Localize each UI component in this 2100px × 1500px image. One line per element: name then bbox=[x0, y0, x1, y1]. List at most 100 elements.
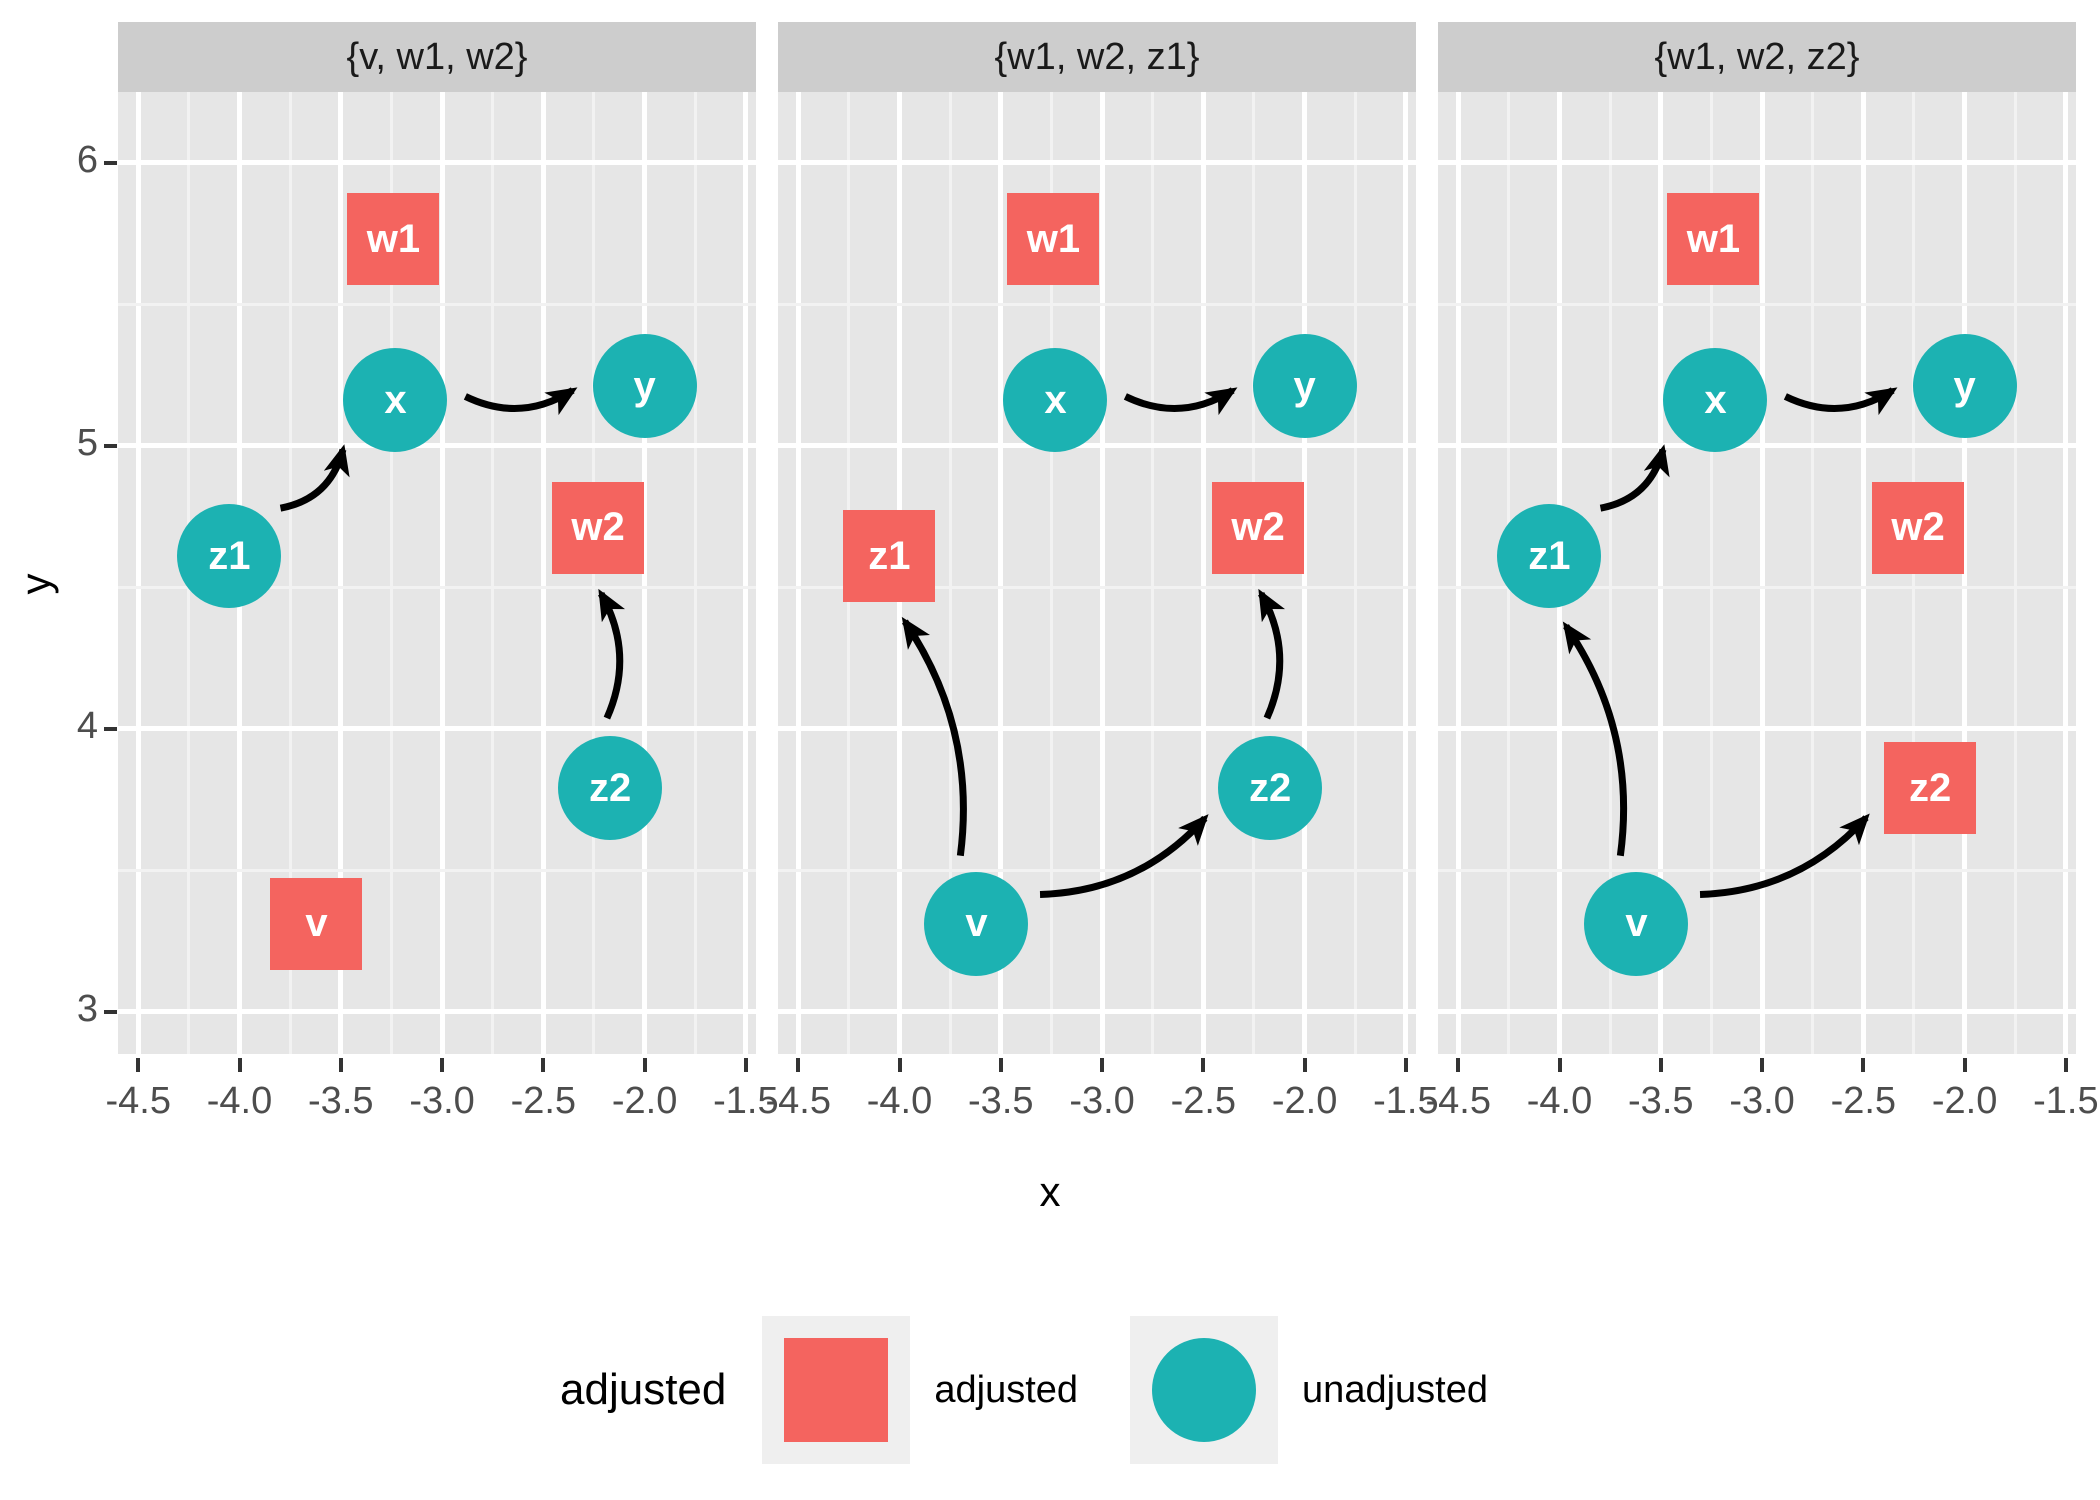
edge-arrow bbox=[1258, 588, 1286, 720]
gridline-minor-vertical bbox=[948, 92, 952, 1054]
edge-arrow bbox=[1599, 444, 1670, 512]
gridline-minor-horizontal bbox=[1438, 302, 2076, 306]
y-tick-label: 6 bbox=[76, 138, 98, 181]
gridline-minor-vertical bbox=[288, 92, 292, 1054]
gridline-major-vertical bbox=[1962, 92, 1968, 1054]
graph-node-w1[interactable]: w1 bbox=[347, 193, 440, 286]
gridline-major-vertical bbox=[1099, 92, 1105, 1054]
x-tick-mark bbox=[1403, 1058, 1408, 1072]
graph-node-w2[interactable]: w2 bbox=[552, 481, 645, 574]
graph-node-y[interactable]: y bbox=[592, 334, 697, 439]
gridline-major-vertical bbox=[1200, 92, 1206, 1054]
x-tick-label: -4.0 bbox=[866, 1080, 933, 1122]
x-tick-label: -4.0 bbox=[206, 1080, 273, 1122]
edge-layer bbox=[901, 387, 1286, 898]
edge-arrow bbox=[1699, 813, 1870, 898]
gridline-minor-vertical bbox=[491, 92, 495, 1054]
edge-arrow bbox=[598, 588, 626, 720]
facet-strip-label: {w1, w2, z2} bbox=[1438, 22, 2076, 92]
x-tick-label: -3.5 bbox=[1628, 1080, 1694, 1122]
legend-key-adjusted[interactable] bbox=[762, 1316, 911, 1464]
x-tick-mark bbox=[541, 1058, 546, 1072]
gridline-major-vertical bbox=[439, 92, 445, 1054]
legend-square-icon bbox=[784, 1338, 889, 1442]
x-tick-label: -2.5 bbox=[1170, 1080, 1237, 1122]
gridline-minor-horizontal bbox=[1438, 585, 2076, 589]
legend-title: adjusted bbox=[560, 1365, 727, 1414]
graph-node-v[interactable]: v bbox=[1584, 871, 1689, 976]
graph-node-z2[interactable]: z2 bbox=[1884, 742, 1977, 835]
y-tick-mark bbox=[104, 443, 117, 448]
graph-node-x[interactable]: x bbox=[1003, 348, 1108, 453]
node-label: y bbox=[1953, 363, 1976, 408]
graph-node-v[interactable]: v bbox=[270, 877, 363, 970]
gridline-minor-vertical bbox=[389, 92, 393, 1054]
gridline-minor-horizontal bbox=[118, 868, 756, 872]
gridline-major-vertical bbox=[540, 92, 546, 1054]
x-tick-label: -2.0 bbox=[611, 1080, 678, 1122]
x-tick-label: -4.5 bbox=[1425, 1080, 1491, 1122]
x-tick-mark bbox=[1962, 1058, 1967, 1072]
facet-strip-label: {w1, w2, z1} bbox=[778, 22, 1416, 92]
gridline-major-horizontal bbox=[1438, 160, 2076, 166]
x-tick-label: -1.5 bbox=[2033, 1080, 2099, 1122]
x-tick-mark bbox=[440, 1058, 445, 1072]
graph-node-w2[interactable]: w2 bbox=[1872, 481, 1965, 574]
graph-node-z2[interactable]: z2 bbox=[1218, 736, 1323, 841]
graph-node-w2[interactable]: w2 bbox=[1212, 481, 1305, 574]
gridline-minor-horizontal bbox=[118, 585, 756, 589]
gridline-minor-horizontal bbox=[118, 302, 756, 306]
graph-node-x[interactable]: x bbox=[1663, 348, 1768, 453]
gridline-major-vertical bbox=[1302, 92, 1308, 1054]
x-tick-mark bbox=[1658, 1058, 1663, 1072]
node-label: x bbox=[1044, 377, 1067, 422]
gridline-major-horizontal bbox=[118, 443, 756, 449]
x-tick-mark bbox=[338, 1058, 343, 1072]
graph-node-w1[interactable]: w1 bbox=[1007, 193, 1100, 286]
facet-strip-label: {v, w1, w2} bbox=[118, 22, 756, 92]
x-tick-label: -3.5 bbox=[308, 1080, 374, 1122]
node-label: v bbox=[1625, 901, 1648, 946]
gridline-minor-vertical bbox=[1608, 92, 1612, 1054]
graph-node-w1[interactable]: w1 bbox=[1667, 193, 1760, 286]
gridline-minor-vertical bbox=[1151, 92, 1155, 1054]
node-label: z1 bbox=[1528, 533, 1571, 578]
gridline-minor-horizontal bbox=[778, 585, 1416, 589]
graph-node-z1[interactable]: z1 bbox=[843, 510, 936, 603]
graph-node-y[interactable]: y bbox=[1252, 334, 1357, 439]
graph-node-x[interactable]: x bbox=[343, 348, 448, 453]
y-axis-title: y bbox=[12, 573, 59, 595]
graph-node-v[interactable]: v bbox=[924, 871, 1029, 976]
x-tick-mark bbox=[743, 1058, 748, 1072]
edge-arrow bbox=[901, 616, 967, 857]
graph-node-z1[interactable]: z1 bbox=[1497, 504, 1602, 609]
gridline-major-vertical bbox=[743, 92, 749, 1054]
x-tick-mark bbox=[1201, 1058, 1206, 1072]
gridline-minor-vertical bbox=[1353, 92, 1357, 1054]
x-tick-label: -2.0 bbox=[1931, 1080, 1998, 1122]
x-tick-mark bbox=[237, 1058, 242, 1072]
x-tick-label: -2.5 bbox=[510, 1080, 577, 1122]
x-tick-label: -1.5 bbox=[1373, 1080, 1439, 1122]
gridline-minor-vertical bbox=[1811, 92, 1815, 1054]
gridline-major-horizontal bbox=[778, 726, 1416, 732]
y-tick-mark bbox=[104, 160, 117, 165]
gridline-major-horizontal bbox=[778, 443, 1416, 449]
x-tick-label: -1.5 bbox=[713, 1080, 779, 1122]
x-tick-label: -4.5 bbox=[765, 1080, 831, 1122]
node-label: y bbox=[1293, 363, 1316, 408]
edge-arrow bbox=[463, 387, 578, 416]
node-label: x bbox=[1704, 377, 1727, 422]
gridline-major-vertical bbox=[795, 92, 801, 1054]
graph-node-z2[interactable]: z2 bbox=[558, 736, 663, 841]
legend-key-unadjusted[interactable] bbox=[1130, 1316, 1279, 1464]
node-label: z2 bbox=[589, 765, 632, 810]
graph-node-y[interactable]: y bbox=[1912, 334, 2017, 439]
gridline-major-vertical bbox=[998, 92, 1004, 1054]
gridline-minor-vertical bbox=[2013, 92, 2017, 1054]
node-label: y bbox=[633, 363, 656, 408]
x-tick-mark bbox=[1302, 1058, 1307, 1072]
gridline-major-horizontal bbox=[118, 1009, 756, 1015]
graph-node-z1[interactable]: z1 bbox=[177, 504, 282, 609]
